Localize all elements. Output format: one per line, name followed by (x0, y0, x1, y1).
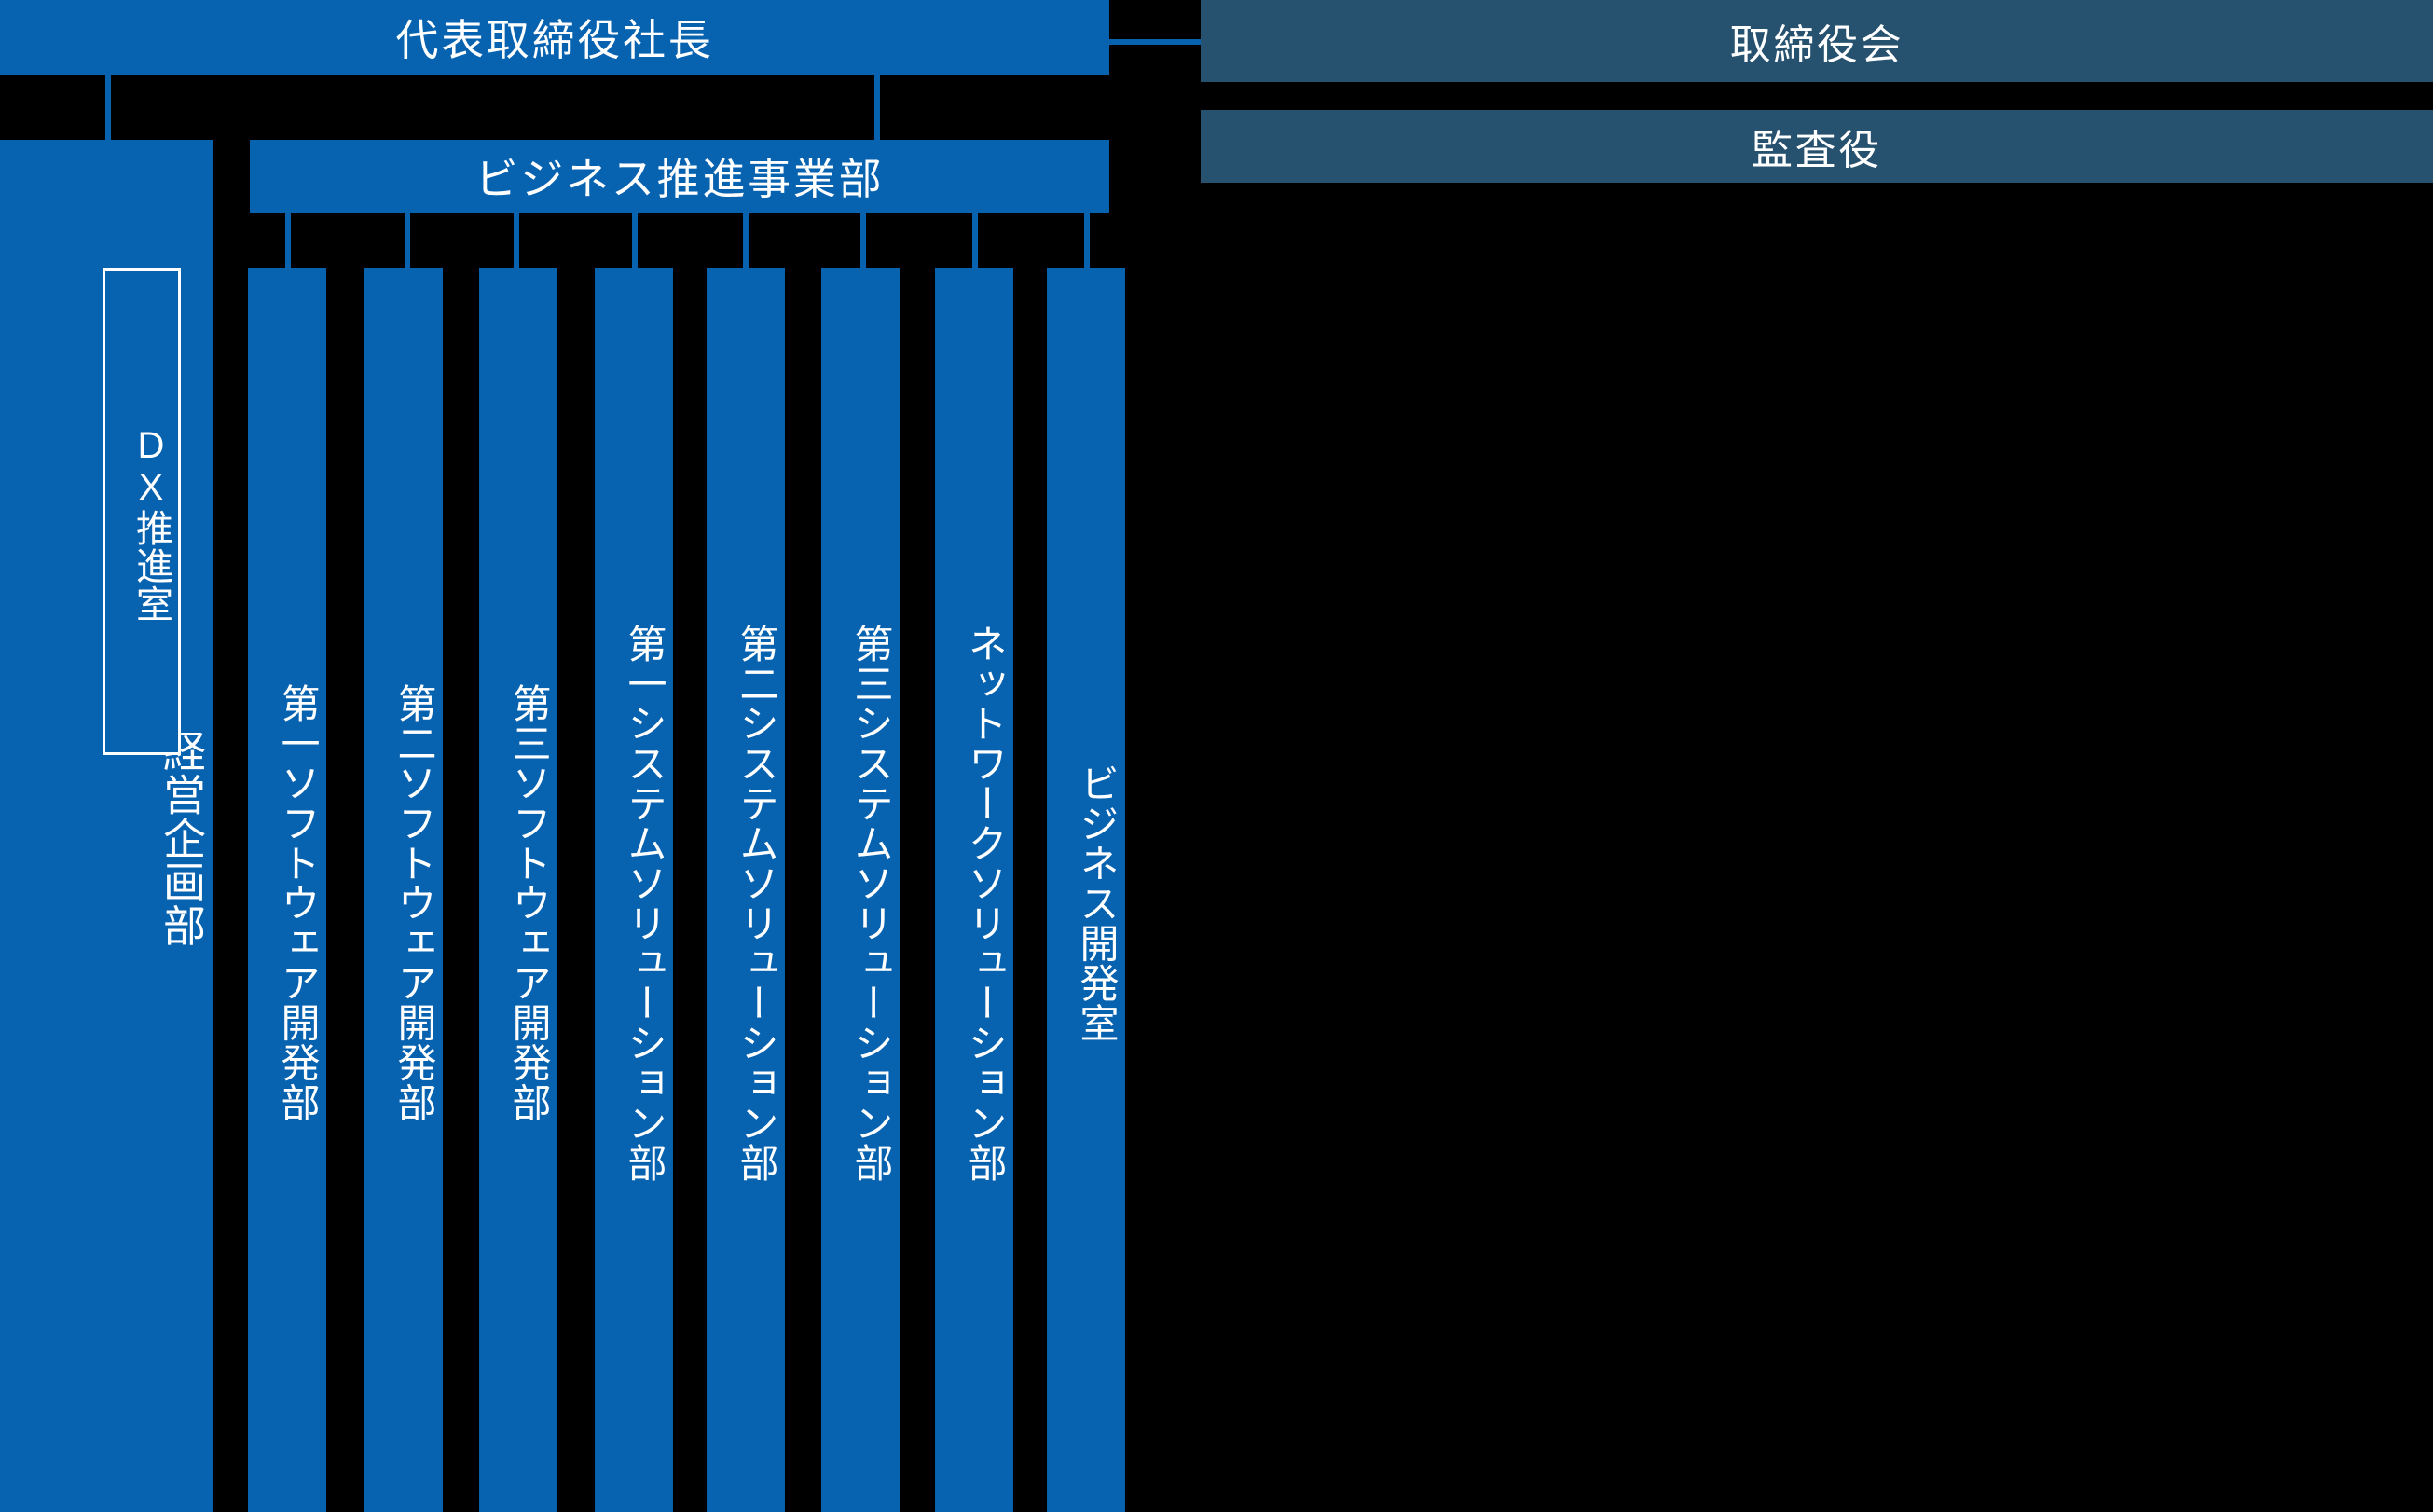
department-8-label: ビジネス開発室 (1075, 763, 1119, 1043)
management-planning-label: 経営企画部 (158, 728, 206, 948)
auditor-label: 監査役 (1752, 128, 1882, 173)
department-2-label: 第二ソフトウェア開発部 (392, 683, 436, 1123)
business-division-box[interactable]: ビジネス推進事業部 (250, 140, 1109, 213)
auditor-box[interactable]: 監査役 (1201, 110, 2433, 183)
department-column-4[interactable]: 第一システムソリューション部 (595, 268, 673, 1512)
president-label: 代表取締役社長 (395, 16, 714, 64)
department-column-7[interactable]: ネットワークソリューション部 (935, 268, 1013, 1512)
connector-drop-business-division (874, 75, 880, 140)
department-column-2[interactable]: 第二ソフトウェア開発部 (364, 268, 443, 1512)
dx-promotion-label: DX推進室 (131, 425, 172, 623)
department-7-label: ネットワークソリューション部 (963, 624, 1007, 1183)
connector-drop-dept-8 (1084, 213, 1090, 268)
department-column-1[interactable]: 第一ソフトウェア開発部 (248, 268, 326, 1512)
connector-drop-dept-4 (632, 213, 638, 268)
connector-drop-planning (105, 75, 111, 140)
board-of-directors-box[interactable]: 取締役会 (1201, 0, 2433, 82)
department-3-label: 第三ソフトウェア開発部 (507, 683, 551, 1123)
connector-drop-dept-1 (285, 213, 291, 268)
department-5-label: 第二システムソリューション部 (735, 624, 778, 1183)
connector-president-to-board (1109, 39, 1203, 45)
department-column-8[interactable]: ビジネス開発室 (1047, 268, 1125, 1512)
department-4-label: 第一システムソリューション部 (623, 624, 667, 1183)
department-1-label: 第一ソフトウェア開発部 (276, 683, 320, 1123)
connector-drop-dept-7 (972, 213, 978, 268)
department-column-5[interactable]: 第二システムソリューション部 (707, 268, 785, 1512)
president-box[interactable]: 代表取締役社長 (0, 0, 1109, 75)
department-column-6[interactable]: 第三システムソリューション部 (821, 268, 900, 1512)
business-division-label: ビジネス推進事業部 (474, 155, 885, 203)
board-of-directors-label: 取締役会 (1729, 22, 1904, 68)
department-6-label: 第三システムソリューション部 (849, 624, 893, 1183)
connector-drop-dept-3 (514, 213, 519, 268)
connector-drop-dept-2 (405, 213, 410, 268)
office-dx-promotion[interactable]: DX推進室 (103, 268, 181, 755)
connector-drop-dept-6 (860, 213, 866, 268)
connector-drop-dept-5 (743, 213, 749, 268)
department-column-3[interactable]: 第三ソフトウェア開発部 (479, 268, 557, 1512)
